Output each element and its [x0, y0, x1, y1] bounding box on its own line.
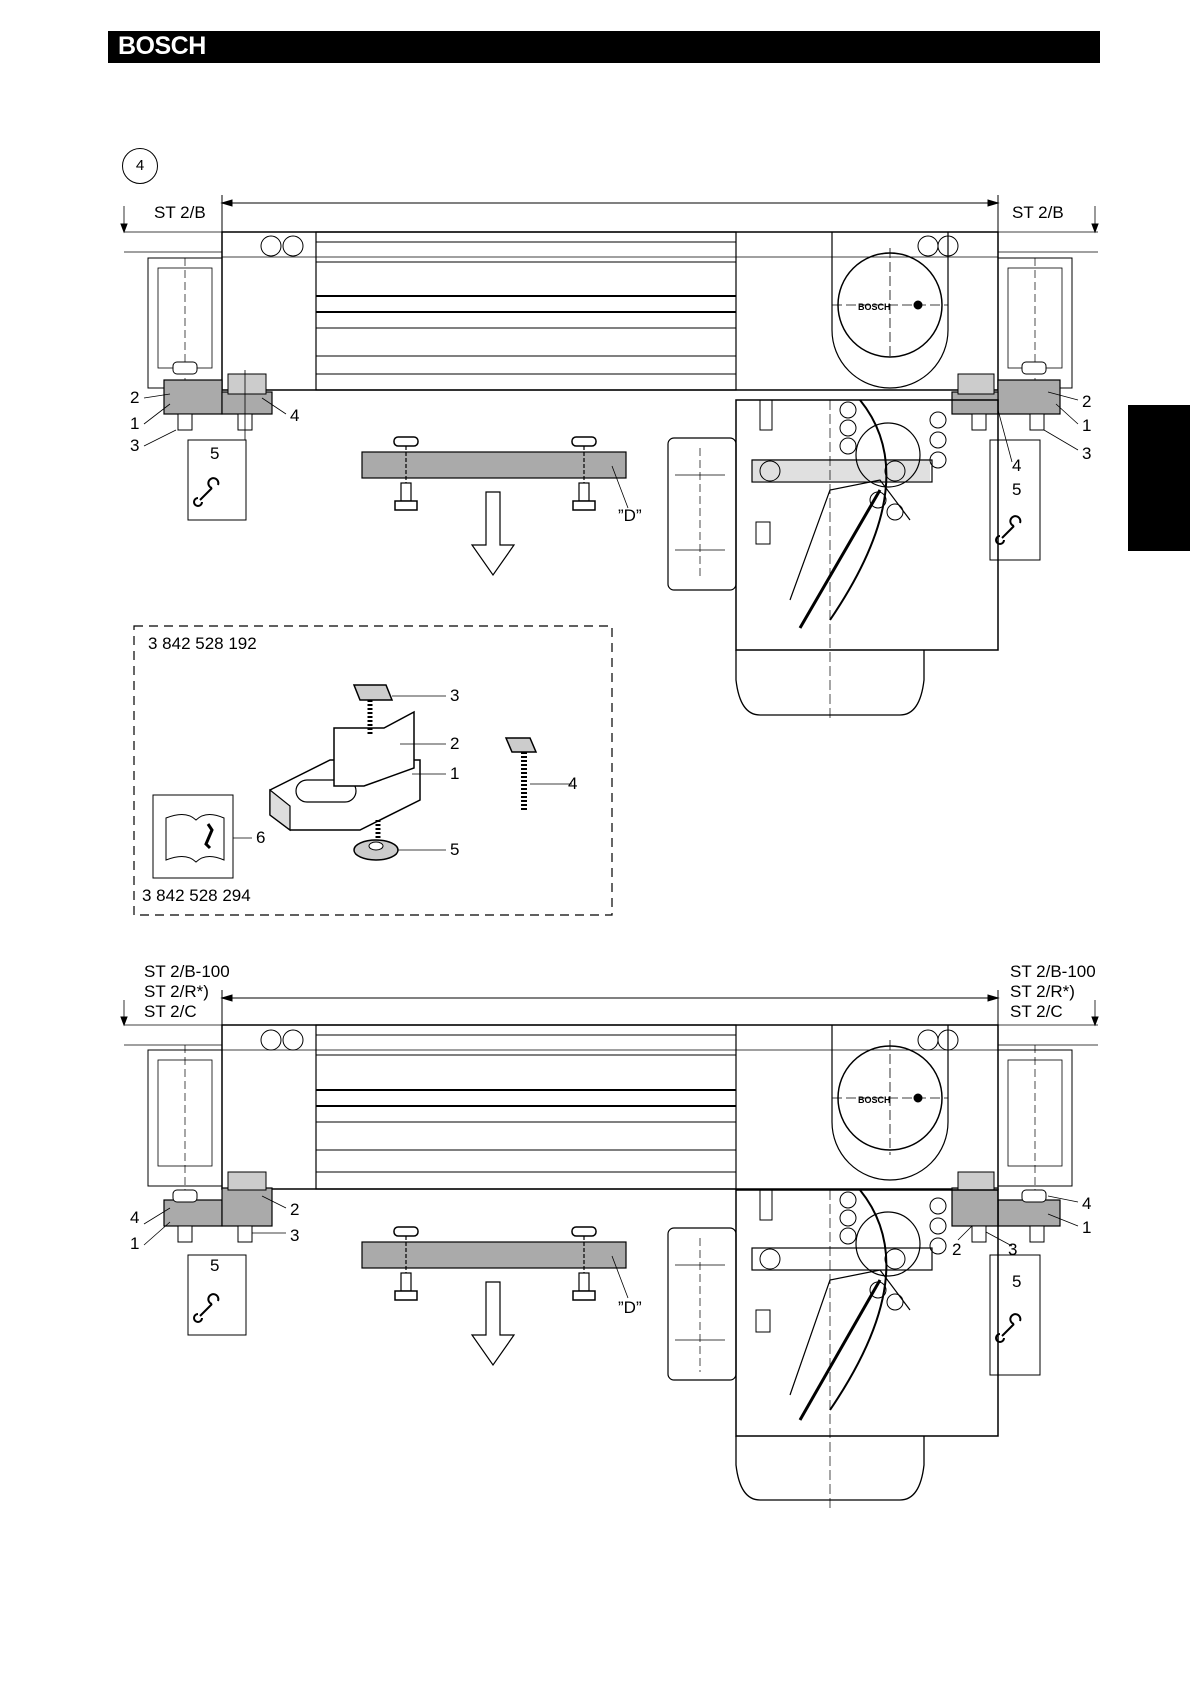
callout-2: 2	[952, 1240, 961, 1260]
callout-4: 4	[1082, 1194, 1091, 1214]
model-label-bottom-right-2: ST 2/R*)	[1010, 982, 1075, 1002]
callout-2: 2	[450, 734, 459, 754]
callout-2: 2	[1082, 392, 1091, 412]
callout-5: 5	[450, 840, 459, 860]
callout-3: 3	[130, 436, 139, 456]
model-label-bottom-right-3: ST 2/C	[1010, 1002, 1063, 1022]
detail-d-label: ”D”	[618, 1298, 642, 1318]
callout-2: 2	[290, 1200, 299, 1220]
model-label-bottom-left-3: ST 2/C	[144, 1002, 197, 1022]
model-label-top-left: ST 2/B	[154, 203, 206, 223]
model-label-bottom-left-2: ST 2/R*)	[144, 982, 209, 1002]
callout-1: 1	[130, 1234, 139, 1254]
callout-3: 3	[450, 686, 459, 706]
drum-logo: BOSCH	[858, 1091, 891, 1109]
down-arrow-icon	[472, 492, 514, 575]
callout-1: 1	[1082, 416, 1091, 436]
model-label-top-right: ST 2/B	[1012, 203, 1064, 223]
model-label-bottom-right-1: ST 2/B-100	[1010, 962, 1096, 982]
callout-5: 5	[1012, 1272, 1021, 1292]
callout-1: 1	[130, 414, 139, 434]
callout-4: 4	[1012, 456, 1021, 476]
callout-3: 3	[1008, 1240, 1017, 1260]
kit-part-number: 3 842 528 192	[148, 634, 257, 654]
callout-4: 4	[568, 774, 577, 794]
callout-5: 5	[1012, 480, 1021, 500]
callout-5: 5	[210, 1256, 219, 1276]
callout-4: 4	[130, 1208, 139, 1228]
callout-6: 6	[256, 828, 265, 848]
callout-3: 3	[1082, 444, 1091, 464]
parts-box	[134, 626, 612, 915]
callout-3: 3	[290, 1226, 299, 1246]
callout-1: 1	[1082, 1218, 1091, 1238]
manual-part-number: 3 842 528 294	[142, 886, 251, 906]
drum-logo: BOSCH	[858, 298, 891, 316]
callout-5: 5	[210, 444, 219, 464]
detail-d-label: ”D”	[618, 506, 642, 526]
callout-4: 4	[290, 406, 299, 426]
callout-1: 1	[450, 764, 459, 784]
manual-book-icon	[206, 824, 212, 848]
callout-2: 2	[130, 388, 139, 408]
model-label-bottom-left-1: ST 2/B-100	[144, 962, 230, 982]
down-arrow-icon	[472, 1282, 514, 1365]
